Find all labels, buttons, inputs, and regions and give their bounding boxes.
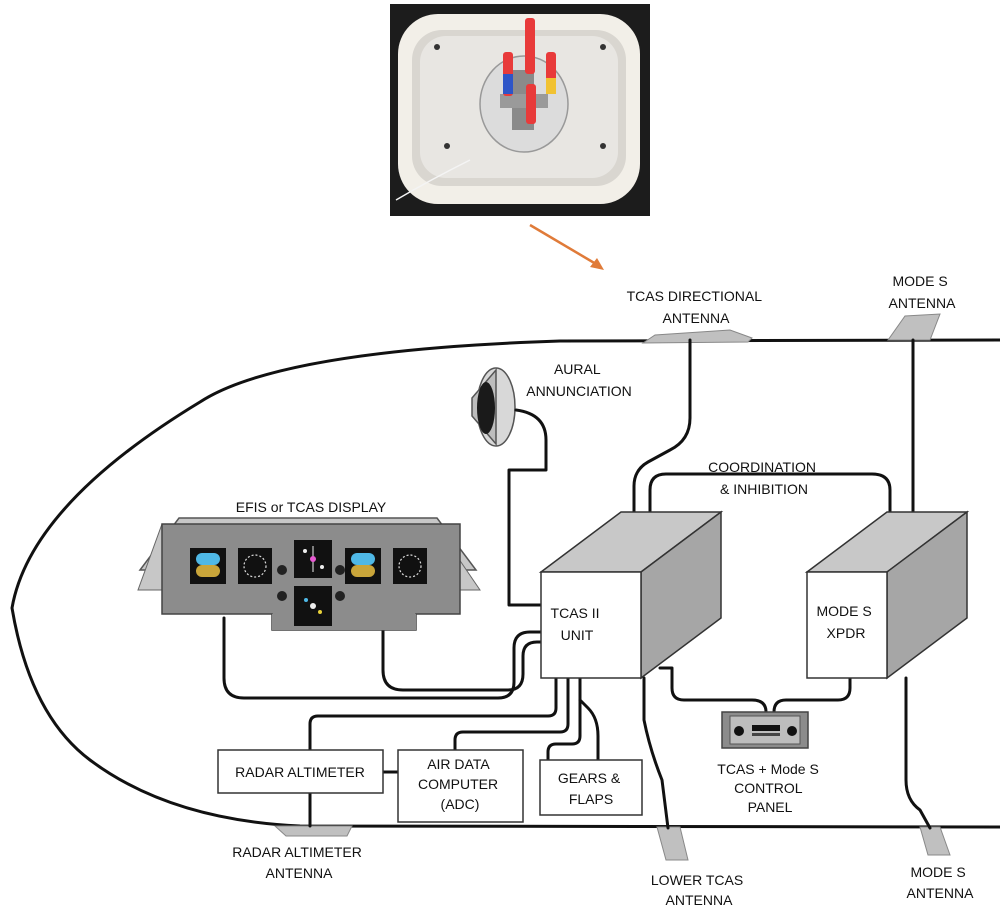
radar-altimeter-antenna-label: RADAR ALTIMETER ANTENNA	[232, 844, 366, 881]
mode-s-xpdr-unit	[804, 510, 970, 680]
pointer-arrow	[529, 223, 604, 270]
radar-altimeter-box	[217, 749, 384, 794]
tcas-ii-unit	[538, 510, 724, 680]
mode-s-antenna-bottom	[919, 826, 951, 856]
lower-tcas-antenna-label: LOWER TCAS ANTENNA	[651, 872, 747, 908]
radar-altimeter-antenna	[273, 825, 353, 837]
radar-altimeter-label: RADAR ALTIMETER	[235, 764, 365, 780]
fuselage-outline	[10, 338, 1000, 829]
mode-s-antenna-top-label: MODE S ANTENNA	[889, 273, 957, 311]
adc-label: AIR DATA COMPUTER (ADC)	[418, 756, 502, 812]
tcas-unit-label: TCAS II UNIT	[551, 605, 604, 643]
coordination-inhibition-label: COORDINATION & INHIBITION	[708, 459, 820, 497]
gears-flaps-box	[539, 759, 643, 816]
gears-flaps-label: GEARS & FLAPS	[558, 770, 624, 807]
tcas-directional-antenna-label: TCAS DIRECTIONAL ANTENNA	[627, 288, 766, 326]
mode-s-antenna-top	[887, 313, 941, 341]
control-panel	[721, 711, 809, 749]
wiring	[222, 338, 932, 830]
speaker-icon	[471, 367, 516, 447]
efis-display-label: EFIS or TCAS DISPLAY	[236, 499, 387, 515]
mode-s-antenna-bottom-label: MODE S ANTENNA	[907, 864, 975, 901]
efis-display-panel	[137, 517, 481, 631]
lower-tcas-antenna	[656, 826, 689, 861]
mode-s-xpdr-label: MODE S XPDR	[816, 603, 875, 641]
control-panel-label: TCAS + Mode S CONTROL PANEL	[717, 761, 822, 815]
tcas-antenna-photo	[390, 4, 650, 216]
tcas-directional-antenna	[641, 329, 753, 344]
aural-annunciation-label: AURAL ANNUNCIATION	[526, 361, 632, 399]
adc-box	[397, 749, 524, 823]
